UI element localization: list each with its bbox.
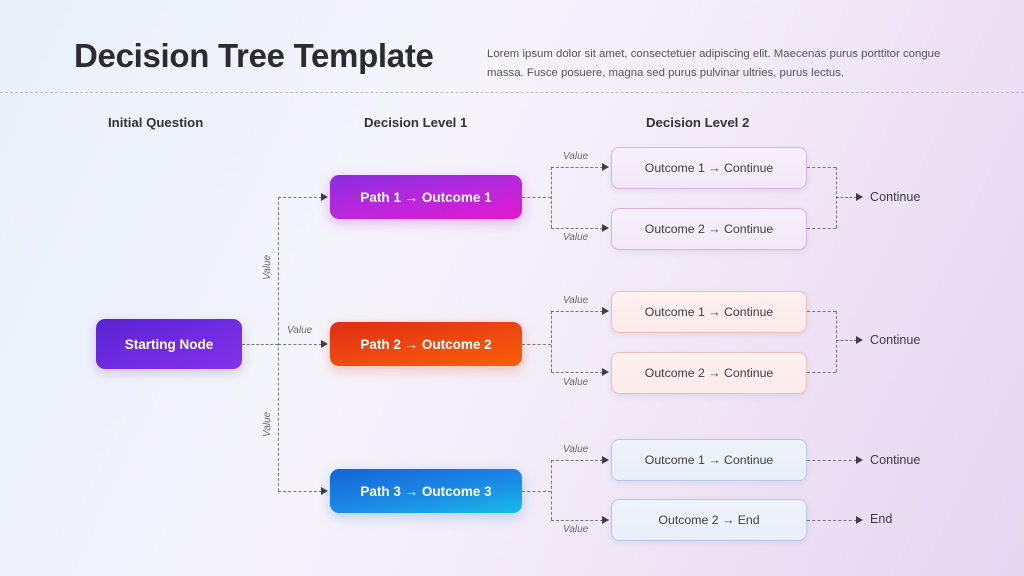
outcome-box-3-1[interactable]: Outcome 1 → Continue bbox=[611, 439, 807, 481]
path-node-3[interactable]: Path 3 → Outcome 3 bbox=[330, 469, 522, 513]
group-2-split-line-top bbox=[551, 311, 603, 312]
group-2-merge-trunk bbox=[836, 311, 837, 372]
outcome-box-1-2[interactable]: Outcome 2 → Continue bbox=[611, 208, 807, 250]
group-1-terminal-line bbox=[836, 197, 857, 198]
group-3-terminal-arrow-bottom bbox=[856, 515, 863, 524]
group-2-split-line-bottom bbox=[551, 372, 603, 373]
branch-3-feed-line bbox=[278, 491, 322, 492]
group-3-split-arrow-bottom bbox=[602, 515, 609, 524]
terminal-label-2: Continue bbox=[870, 333, 921, 347]
group-1-split-arrow-top bbox=[602, 162, 609, 171]
group-1-split-line-top bbox=[551, 167, 603, 168]
group-3-split-line-top bbox=[551, 460, 603, 461]
branch-2-feed-line bbox=[278, 344, 322, 345]
group-3-split-trunk bbox=[551, 460, 552, 520]
group-1-merge-line-top bbox=[807, 167, 836, 168]
group-3-split-line-bottom bbox=[551, 520, 603, 521]
group-2-split-arrow-bottom bbox=[602, 367, 609, 376]
outcome-box-1-1[interactable]: Outcome 1 → Continue bbox=[611, 147, 807, 189]
group-2-split-stem bbox=[522, 344, 551, 345]
group-1-terminal-arrow bbox=[856, 192, 863, 201]
outcome-box-3-2[interactable]: Outcome 2 → End bbox=[611, 499, 807, 541]
terminal-label-1: Continue bbox=[870, 190, 921, 204]
terminal-label-3-top: Continue bbox=[870, 453, 921, 467]
path-node-2[interactable]: Path 2 → Outcome 2 bbox=[330, 322, 522, 366]
group-2-split-trunk bbox=[551, 311, 552, 372]
group-3-terminal-arrow-top bbox=[856, 455, 863, 464]
header-divider bbox=[0, 92, 1024, 93]
column-header-decision-level-1: Decision Level 1 bbox=[364, 115, 468, 130]
group-1-split-arrow-bottom bbox=[602, 223, 609, 232]
start-node[interactable]: Starting Node bbox=[96, 319, 242, 369]
terminal-label-3-bottom: End bbox=[870, 512, 893, 526]
group-2-terminal-arrow bbox=[856, 335, 863, 344]
branch-label-bottom: Value bbox=[262, 411, 273, 437]
outcome-box-2-1[interactable]: Outcome 1 → Continue bbox=[611, 291, 807, 333]
group-3-edge-label-bottom: Value bbox=[563, 524, 589, 535]
page-subtitle: Lorem ipsum dolor sit amet, consectetuer… bbox=[487, 48, 941, 79]
branch-label-top: Value bbox=[262, 254, 273, 280]
group-3-terminal-line-top bbox=[807, 460, 857, 461]
group-1-split-stem bbox=[522, 197, 551, 198]
branch-3-feed-arrow bbox=[321, 486, 328, 495]
branch-label-middle: Value bbox=[287, 325, 313, 336]
group-2-merge-line-top bbox=[807, 311, 836, 312]
group-3-split-arrow-top bbox=[602, 455, 609, 464]
branch-1-feed-line bbox=[278, 197, 322, 198]
group-2-terminal-line bbox=[836, 340, 857, 341]
group-2-split-arrow-top bbox=[602, 306, 609, 315]
group-1-split-line-bottom bbox=[551, 228, 603, 229]
outcome-box-2-2[interactable]: Outcome 2 → Continue bbox=[611, 352, 807, 394]
column-header-initial-question: Initial Question bbox=[108, 115, 204, 130]
group-3-edge-label-top: Value bbox=[563, 444, 589, 455]
column-header-decision-level-2: Decision Level 2 bbox=[646, 115, 750, 130]
branch-2-feed-arrow bbox=[321, 339, 328, 348]
root-stem-line bbox=[242, 344, 278, 345]
group-1-edge-label-bottom: Value bbox=[563, 232, 589, 243]
group-1-split-trunk bbox=[551, 167, 552, 228]
group-1-edge-label-top: Value bbox=[563, 151, 589, 162]
path-node-1[interactable]: Path 1 → Outcome 1 bbox=[330, 175, 522, 219]
group-3-terminal-line-bottom bbox=[807, 520, 857, 521]
group-1-merge-line-bottom bbox=[807, 228, 836, 229]
group-2-merge-line-bottom bbox=[807, 372, 836, 373]
group-3-split-stem bbox=[522, 491, 551, 492]
group-2-edge-label-bottom: Value bbox=[563, 377, 589, 388]
group-2-edge-label-top: Value bbox=[563, 295, 589, 306]
page-title: Decision Tree Template bbox=[74, 37, 434, 74]
branch-1-feed-arrow bbox=[321, 192, 328, 201]
